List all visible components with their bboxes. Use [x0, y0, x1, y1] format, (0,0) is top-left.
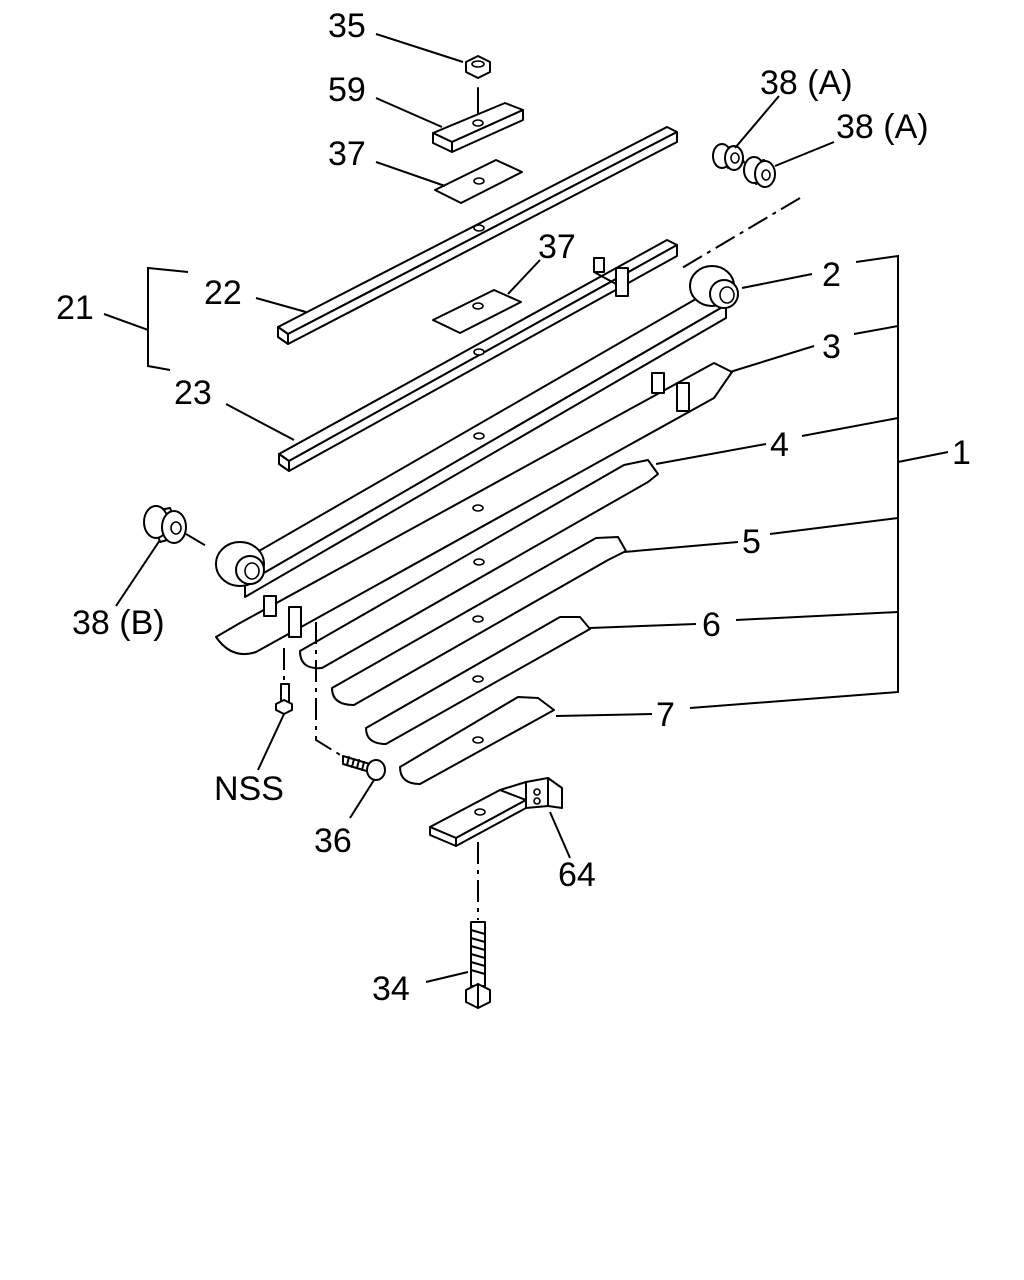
callout-38a-right: 38 (A) — [836, 108, 929, 146]
callout-6: 6 — [702, 606, 721, 644]
callout-35: 35 — [328, 7, 366, 45]
bolt-36 — [342, 755, 386, 781]
callout-34: 34 — [372, 970, 410, 1008]
leaf-7 — [399, 696, 555, 785]
callout-36: 36 — [314, 822, 352, 860]
plate-59 — [432, 102, 524, 153]
main-leaf-2 — [215, 265, 739, 598]
pad-37-upper — [434, 159, 523, 204]
leaf-22 — [277, 126, 678, 345]
bushing-38b — [143, 505, 187, 544]
assembly-lines — [185, 197, 801, 920]
callout-1: 1 — [952, 434, 971, 472]
callout-37-lower: 37 — [538, 228, 576, 266]
pad-37-lower — [432, 289, 522, 334]
callout-7: 7 — [656, 696, 675, 734]
callout-38b: 38 (B) — [72, 604, 165, 642]
callout-3: 3 — [822, 328, 841, 366]
callout-5: 5 — [742, 523, 761, 561]
leaf-6 — [365, 616, 591, 745]
callout-2: 2 — [822, 256, 841, 294]
leaf-4 — [299, 459, 659, 670]
callout-37-upper: 37 — [328, 135, 366, 173]
leaf-23 — [278, 239, 678, 472]
callout-64: 64 — [558, 856, 596, 894]
leaf-5 — [331, 536, 627, 706]
callout-22: 22 — [204, 274, 242, 312]
leaf-3 — [215, 362, 733, 656]
callout-21: 21 — [56, 289, 94, 327]
bolt-34 — [465, 921, 491, 1009]
callout-23: 23 — [174, 374, 212, 412]
callout-nss: NSS — [214, 770, 284, 808]
leader-lines — [103, 33, 949, 983]
bushing-38a-right — [743, 156, 776, 188]
nut-35 — [465, 55, 491, 117]
bolt-nss — [275, 683, 293, 715]
callout-4: 4 — [770, 426, 789, 464]
bracket-64 — [429, 777, 563, 847]
callout-38a-left: 38 (A) — [760, 64, 853, 102]
bushing-38a-left — [712, 143, 745, 171]
callout-59: 59 — [328, 71, 366, 109]
